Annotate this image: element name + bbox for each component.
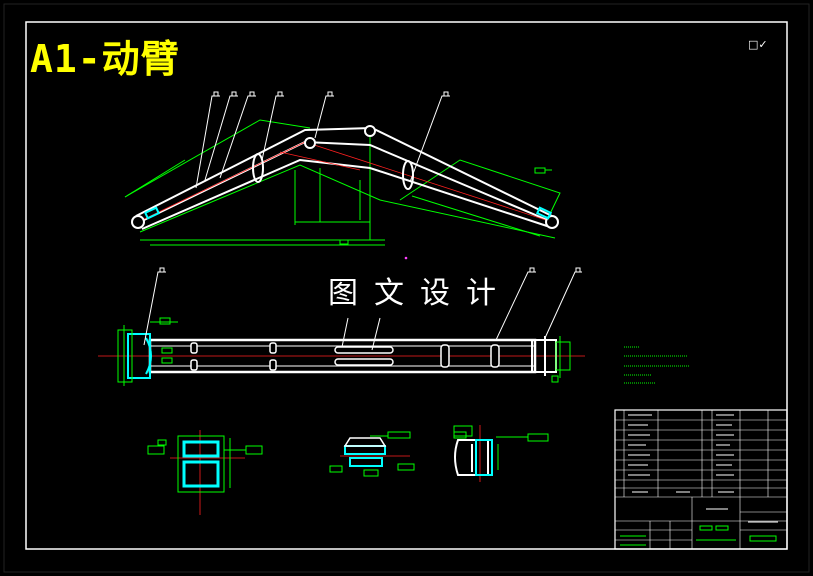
boom-elevation-view — [124, 91, 561, 246]
section-detail-3 — [453, 425, 549, 482]
watermark-text: 图文设计 — [328, 276, 512, 311]
title-block — [614, 409, 788, 550]
drawing-frame — [25, 21, 788, 550]
center-marker — [404, 256, 408, 260]
technical-notes — [624, 346, 690, 384]
corner-mark: □✓ — [748, 38, 768, 51]
section-detail-1 — [147, 430, 263, 515]
outer-border — [3, 3, 810, 573]
section-detail-2 — [329, 431, 415, 477]
boom-plan-view — [98, 267, 585, 386]
drawing-title: A1-动臂 — [30, 37, 180, 81]
